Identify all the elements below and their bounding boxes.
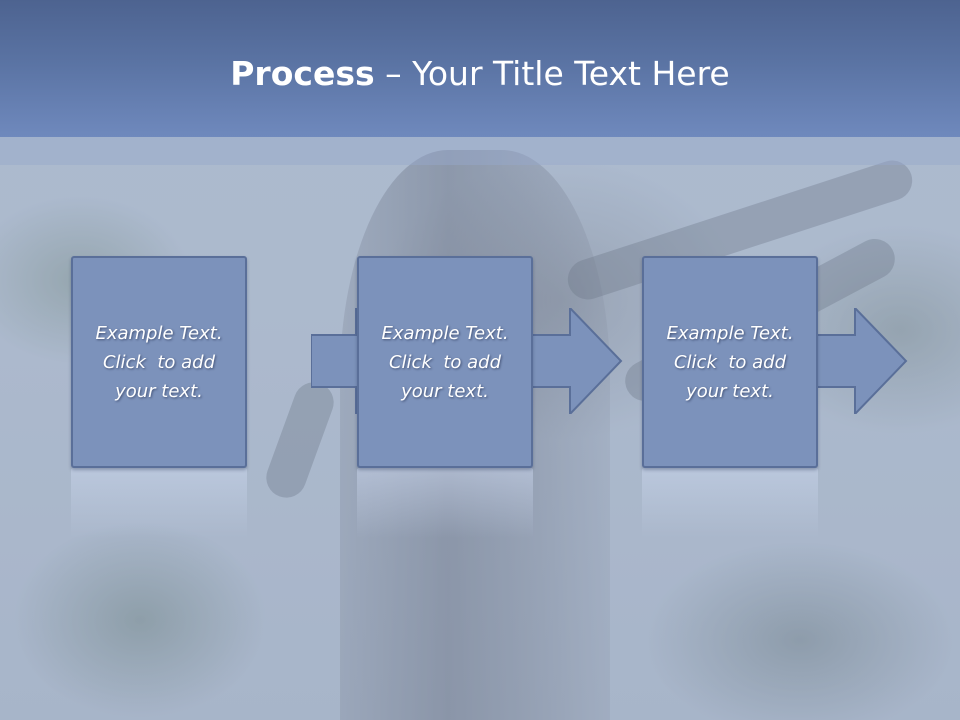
step-reflection <box>642 468 818 538</box>
step-text-line: your text. <box>401 380 489 402</box>
step-text-line: your text. <box>686 380 774 402</box>
step-text-line: Example Text. <box>666 322 794 344</box>
step-text-line: Click to add <box>102 351 215 373</box>
step-reflection <box>71 468 247 538</box>
step-text-line: your text. <box>115 380 203 402</box>
step-box[interactable]: Example Text. Click to add your text. <box>642 256 818 468</box>
process-step-3: Example Text. Click to add your text. <box>642 256 922 546</box>
right-arrow-icon <box>525 308 623 414</box>
title-bold-part: Process <box>230 54 375 93</box>
step-reflection <box>357 468 533 538</box>
title-band: Process – Your Title Text Here <box>0 0 960 137</box>
step-box[interactable]: Example Text. Click to add your text. <box>357 256 533 468</box>
title-band-lower <box>0 137 960 165</box>
step-text: Example Text. Click to add your text. <box>650 319 810 406</box>
right-arrow-icon <box>810 308 908 414</box>
step-text-line: Click to add <box>388 351 501 373</box>
slide-title[interactable]: Process – Your Title Text Here <box>0 50 960 98</box>
step-text: Example Text. Click to add your text. <box>365 319 525 406</box>
step-text-line: Click to add <box>673 351 786 373</box>
step-text-line: Example Text. <box>95 322 223 344</box>
process-step-1: Example Text. Click to add your text. <box>71 256 409 546</box>
step-text: Example Text. Click to add your text. <box>79 319 239 406</box>
title-rest-part: – Your Title Text Here <box>374 54 730 93</box>
step-box[interactable]: Example Text. Click to add your text. <box>71 256 247 468</box>
process-step-2: Example Text. Click to add your text. <box>357 256 637 546</box>
step-text-line: Example Text. <box>381 322 509 344</box>
